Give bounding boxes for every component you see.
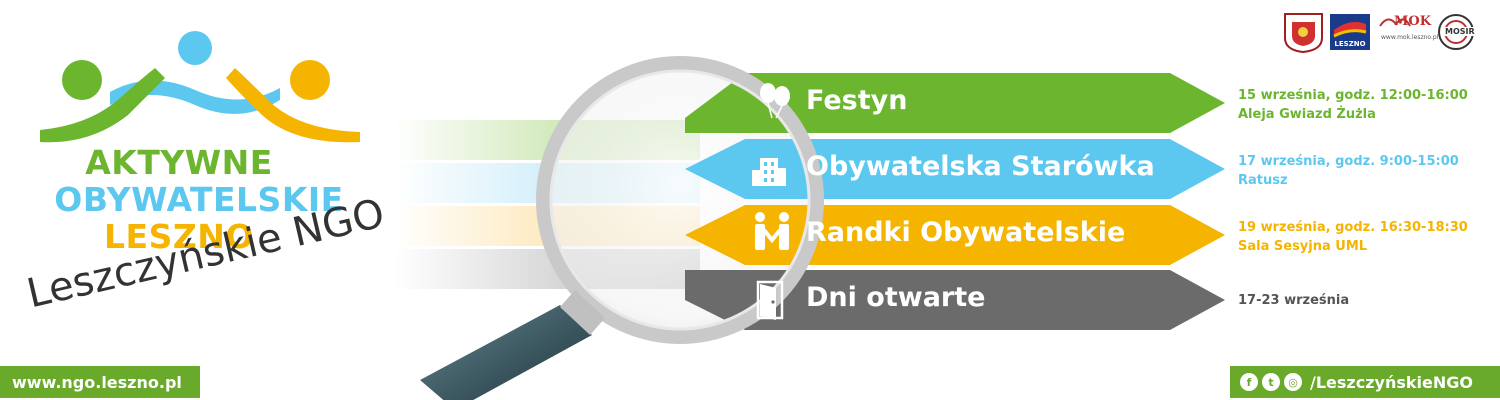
magnifier-handle [420,305,592,400]
event-date-festyn: 15 września, godz. 12:00-16:00 [1238,88,1468,103]
event-title-dni-otwarte: Dni otwarte [806,282,986,313]
logo-word-obywatelskie: OBYWATELSKIE [54,180,344,219]
logo-figure-head-blue [178,31,212,65]
magnifier-rim [536,56,824,344]
partner-label-mosir: MOSIR [1444,27,1476,36]
door-icon [756,280,784,320]
social-handle[interactable]: /LeszczyńskieNGO [1310,372,1473,392]
twitter-icon[interactable]: t [1262,373,1280,391]
event-title-obywatelska-starowka: Obywatelska Starówka [806,151,1155,182]
balloons-icon [760,83,790,119]
event-info-randki-obywatelskie: 19 września, godz. 16:30-18:30 Sala Sesy… [1238,218,1468,256]
event-place-obywatelska-starowka: Ratusz [1238,173,1288,188]
logo-figure-head-green [62,60,102,100]
event-info-obywatelska-starowka: 17 września, godz. 9:00-15:00 Ratusz [1238,152,1459,190]
event-arrow-dni-otwarte [685,270,1225,330]
partner-label-mok-url: www.mok.leszno.pl [1381,34,1439,41]
magnifier-collar [560,290,605,335]
event-place-festyn: Aleja Gwiazd Żużla [1238,107,1376,122]
event-date-dni-otwarte: 17-23 września [1238,293,1350,308]
event-info-dni-otwarte: 17-23 września [1238,291,1349,310]
instagram-icon[interactable]: ◎ [1284,373,1302,391]
partner-logo-leszno-city [1330,14,1370,50]
event-place-randki-obywatelskie: Sala Sesyjna UML [1238,239,1368,254]
partner-label-leszno: LESZNO [1334,40,1366,48]
event-title-festyn: Festyn [806,85,908,116]
partner-logo-leszno-crest [1284,13,1323,54]
facebook-icon[interactable]: f [1240,373,1258,391]
handshake-icon [755,212,789,250]
logo-figures-graphic [40,31,360,143]
website-link[interactable]: www.ngo.leszno.pl [12,372,182,392]
social-bar: f t ◎ /LeszczyńskieNGO [1230,366,1500,398]
event-title-randki-obywatelskie: Randki Obywatelskie [806,217,1126,248]
building-icon [752,158,786,186]
website-bar[interactable]: www.ngo.leszno.pl [0,366,200,398]
partner-label-mok: MOK [1394,14,1432,29]
logo-figure-arm-orange [226,68,360,143]
event-arrow-festyn [685,73,1225,133]
event-date-randki-obywatelskie: 19 września, godz. 16:30-18:30 [1238,220,1468,235]
event-date-obywatelska-starowka: 17 września, godz. 9:00-15:00 [1238,154,1459,169]
logo-figure-arm-green [40,68,165,143]
logo-word-leszno: LESZNO [104,217,254,256]
magnifier-rim-inner [549,69,811,331]
event-info-festyn: 15 września, godz. 12:00-16:00 Aleja Gwi… [1238,86,1468,124]
partner-logo-mok [1379,18,1411,27]
logo-figure-head-orange [290,60,330,100]
logo-word-aktywne: AKTYWNE [85,143,273,182]
